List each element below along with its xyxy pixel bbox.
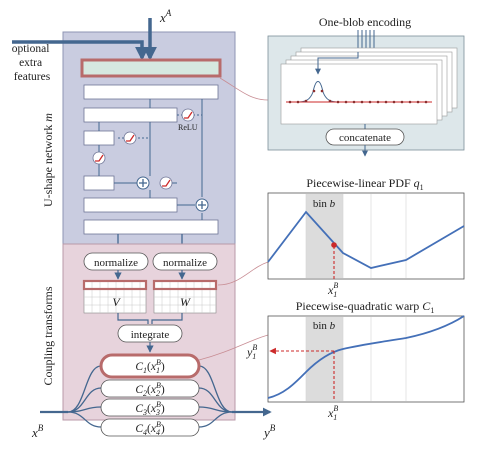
u-shape-network: xA optional extra features — [12, 8, 236, 245]
yb-output-label: yB — [262, 423, 276, 440]
optional-features-label: optional extra features — [12, 43, 53, 83]
connector-pdf — [217, 261, 269, 286]
layer-2 — [83, 107, 178, 123]
c2-box — [100, 379, 200, 398]
pdf-curve — [267, 210, 465, 269]
coupling-transforms: normalize normalize V W — [31, 243, 276, 440]
warp-bin-label: bin b — [313, 320, 336, 332]
connector-encoding — [219, 77, 269, 101]
c2-label: C2(x2B) — [135, 381, 165, 398]
coupling-label: Coupling transforms — [41, 286, 55, 385]
layer-6 — [83, 219, 219, 235]
input-x-label: xA — [159, 8, 172, 25]
normalize-right-label: normalize — [163, 257, 207, 269]
pdf-point — [331, 242, 337, 248]
sum-nodes — [136, 176, 209, 212]
encoding-card — [280, 63, 438, 125]
c1-box — [99, 353, 201, 379]
warp-frame — [267, 315, 465, 403]
layer-1 — [83, 84, 219, 100]
normalize-right-box — [152, 252, 218, 271]
pdf-title: Piecewise-linear PDF q1 — [306, 176, 423, 192]
encoding-ticks — [288, 89, 428, 104]
one-blob-encoding: One-blob encoding concatenate — [267, 15, 465, 157]
w-label: W — [180, 295, 191, 309]
u-shape-label: U-shape network m — [41, 113, 55, 207]
gaussian-blob — [295, 81, 341, 103]
c4-label: C4(x4B) — [135, 420, 165, 437]
pdf-bin-highlight — [306, 194, 343, 278]
normalize-left-label: normalize — [94, 257, 138, 269]
layer-5 — [83, 197, 178, 213]
c1-label: C1(x1B) — [135, 358, 165, 375]
connector-warp — [198, 334, 269, 361]
c3-box — [100, 398, 200, 417]
xb-input-label: xB — [31, 423, 44, 440]
pdf-bin-label: bin b — [313, 198, 336, 210]
v-matrix — [82, 279, 148, 314]
optional-features-arrow — [12, 40, 149, 61]
relu-label: ReLU — [178, 123, 198, 132]
integrate-label: integrate — [131, 329, 170, 341]
warp-curve — [267, 315, 465, 399]
coupling-flow-lines — [40, 365, 272, 428]
one-blob-title: One-blob encoding — [319, 15, 411, 29]
encoding-layer — [80, 58, 222, 78]
c3-label: C3(x3B) — [135, 400, 165, 417]
concatenate-label: concatenate — [339, 132, 391, 144]
c4-box — [100, 418, 200, 437]
warp-bin-highlight — [306, 317, 343, 401]
warp-title: Piecewise-quadratic warp C1 — [296, 299, 435, 315]
w-matrix — [152, 279, 218, 314]
relu-activations — [92, 108, 195, 190]
layer-4 — [83, 175, 115, 191]
layer-3 — [83, 130, 115, 146]
normalize-left-box — [83, 252, 149, 271]
v-label: V — [112, 295, 121, 309]
